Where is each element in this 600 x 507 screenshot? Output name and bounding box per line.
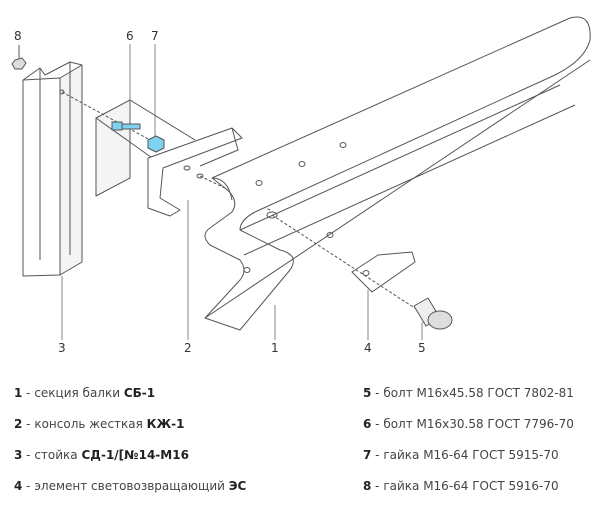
- guardrail-assembly-diagram: 8 6 7 3 2 1 4 5: [11, 16, 591, 355]
- nut-7-drawing: [147, 135, 165, 153]
- legend-item-2: 2 - консоль жесткая КЖ-1: [14, 417, 185, 431]
- callout-1: 1: [271, 341, 279, 355]
- legend-item-4: 4 - элемент световозвращающий ЭС: [14, 479, 247, 493]
- callout-8: 8: [14, 29, 22, 43]
- nut-8-drawing: [11, 45, 27, 70]
- callout-6: 6: [126, 29, 134, 43]
- callout-2: 2: [184, 341, 192, 355]
- legend-item-6: 6 - болт М16х30.58 ГОСТ 7796-70: [363, 417, 574, 431]
- bolt-5-drawing: [413, 297, 453, 330]
- legend: 1 - секция балки СБ-1 2 - консоль жестка…: [14, 382, 594, 502]
- beam-drawing: [204, 16, 591, 331]
- callout-3: 3: [58, 341, 66, 355]
- callout-4: 4: [364, 341, 372, 355]
- callout-7: 7: [151, 29, 159, 43]
- console-drawing: [95, 99, 243, 217]
- legend-item-1: 1 - секция балки СБ-1: [14, 386, 156, 400]
- reflector-drawing: [351, 251, 416, 293]
- legend-item-5: 5 - болт М16х45.58 ГОСТ 7802-81: [363, 386, 574, 400]
- legend-item-8: 8 - гайка М16-64 ГОСТ 5916-70: [363, 479, 559, 493]
- post-drawing: [22, 61, 83, 277]
- legend-item-7: 7 - гайка М16-64 ГОСТ 5915-70: [363, 448, 559, 462]
- legend-item-3: 3 - стойка СД-1/[№14-М16: [14, 448, 189, 462]
- bolt-6-drawing: [111, 121, 141, 131]
- callout-5: 5: [418, 341, 426, 355]
